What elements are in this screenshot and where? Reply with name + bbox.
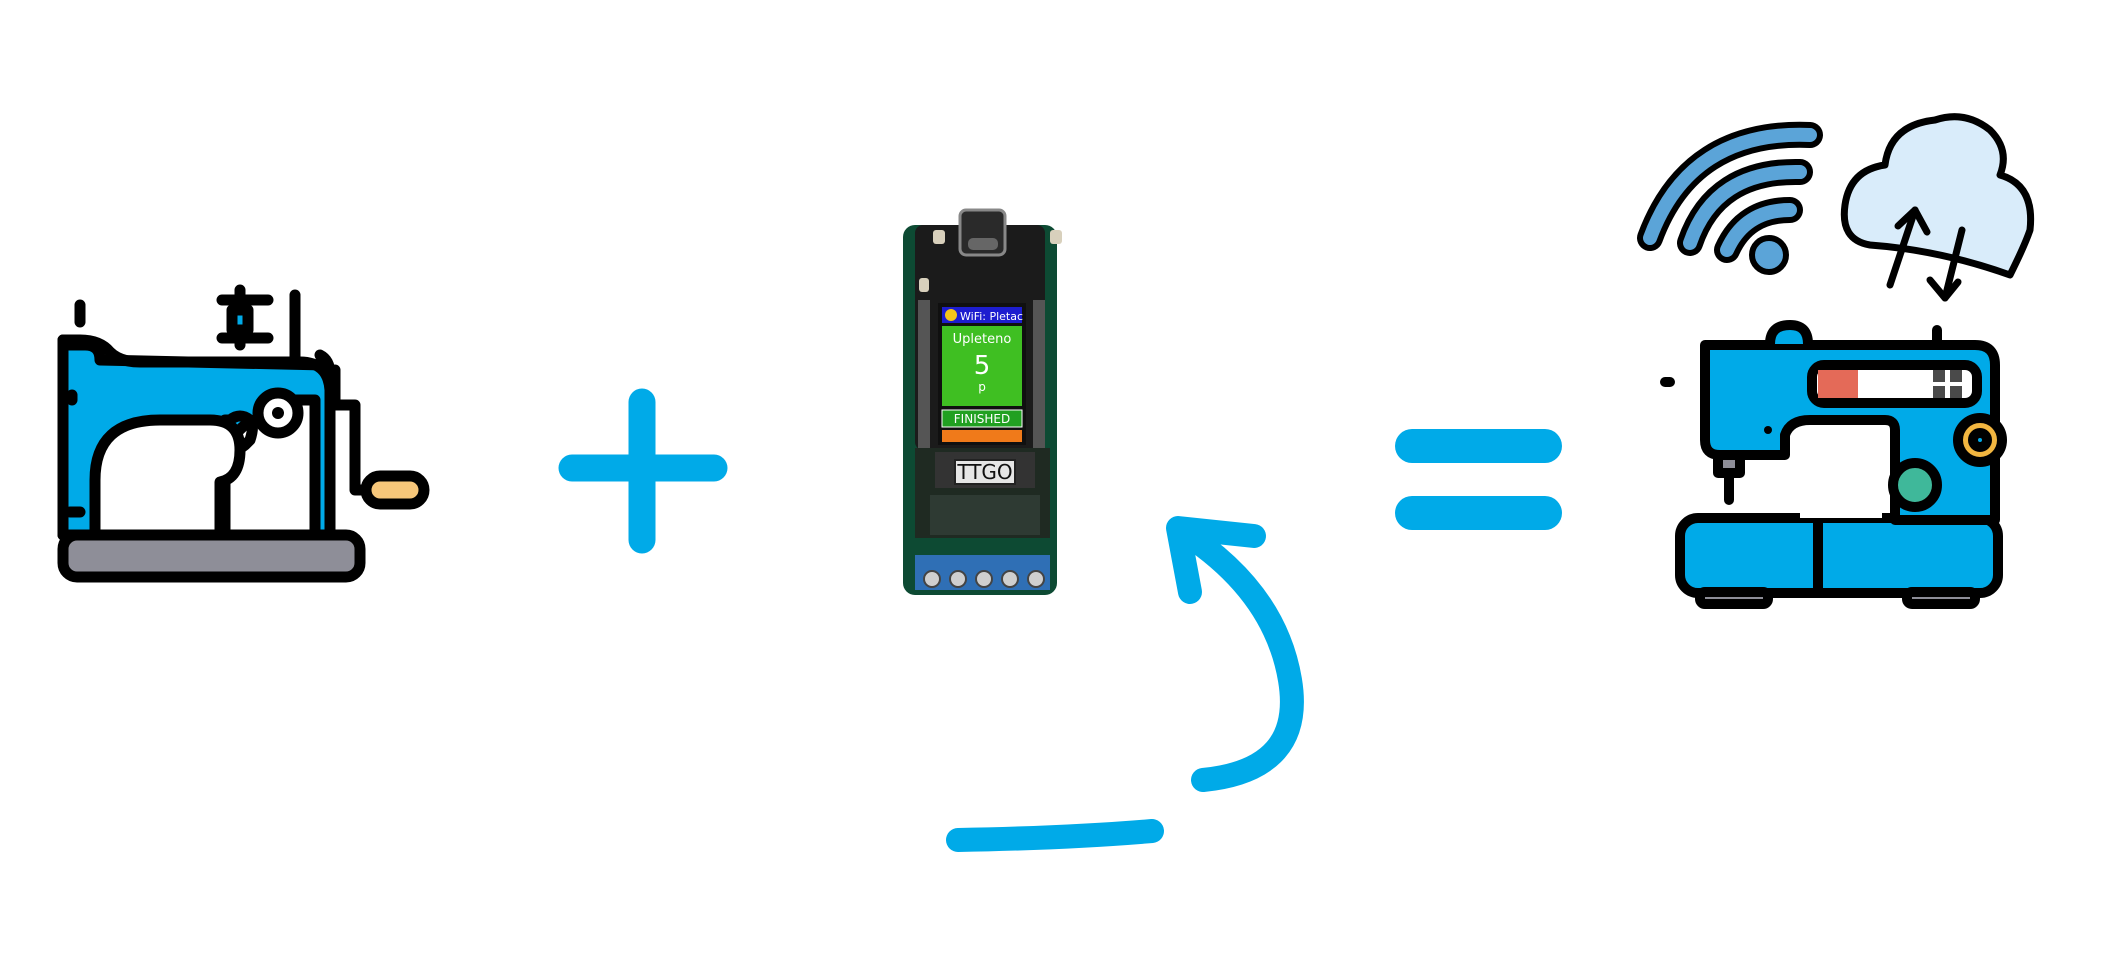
- wifi-icon: [1637, 121, 1823, 275]
- cloud-sync-icon: [1840, 113, 2035, 302]
- brand-text: TTGO: [956, 460, 1012, 484]
- board-button-right: [1050, 230, 1062, 244]
- counter-unit: p: [978, 380, 986, 394]
- curved-arrow-icon: [946, 516, 1304, 852]
- progress-bar: [942, 430, 1022, 442]
- brand-label: [954, 459, 1016, 485]
- counter-value: 5: [974, 351, 991, 381]
- smart-sewing-machine-icon: [1660, 320, 2007, 609]
- counter-title: Upleteno: [953, 332, 1012, 347]
- manual-sewing-machine-icon: [57, 284, 430, 583]
- ttgo-board-photo: TTGO WiFi: Pletac Upleteno 5 p FINISHED: [903, 208, 1062, 595]
- plus-operator: [558, 388, 728, 554]
- status-badge: [941, 409, 1023, 428]
- board-button-left: [933, 230, 945, 244]
- equals-operator: [1395, 429, 1562, 530]
- counter-panel: [942, 326, 1022, 406]
- status-text: FINISHED: [954, 412, 1010, 426]
- wifi-bar: [942, 307, 1022, 323]
- wifi-label: WiFi: Pletac: [960, 310, 1023, 323]
